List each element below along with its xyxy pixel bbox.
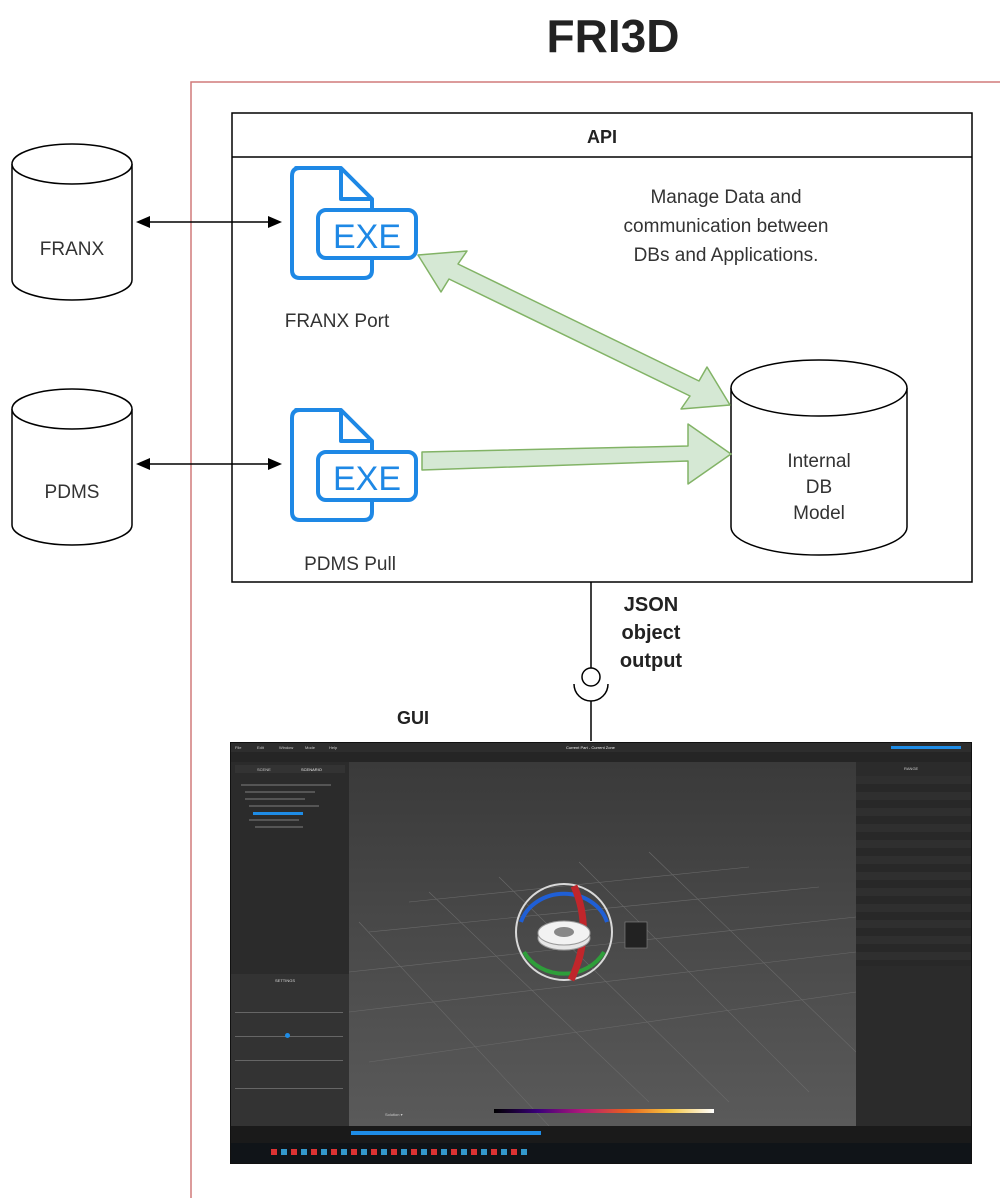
gui-menu-window: Window	[279, 745, 294, 750]
gui-left-panel: SCENE SCENARIO SETTINGS	[231, 762, 349, 1143]
gui-viewport: Solution ▾	[349, 762, 856, 1126]
api-description-line-2: communication between	[624, 216, 829, 237]
gui-right-panel: RANGE	[856, 762, 971, 1143]
pdms-database: PDMS	[11, 388, 133, 546]
system-boundary	[190, 81, 1000, 1198]
interface-line-3: output	[620, 650, 683, 672]
api-header: API	[587, 127, 617, 147]
svg-text:EXE: EXE	[333, 460, 401, 498]
gui-menu-file: File	[235, 745, 242, 750]
gui-tab-range: RANGE	[904, 766, 919, 771]
diagram-title: FRI3D	[547, 10, 680, 62]
gui-settings-header: SETTINGS	[275, 978, 296, 983]
gui-status-text: Solution ▾	[385, 1112, 403, 1117]
franx-port-label: FRANX Port	[285, 311, 390, 332]
gui-taskbar	[231, 1143, 971, 1163]
gui-label: GUI	[397, 708, 429, 728]
gui-tab-scene: SCENE	[257, 767, 271, 772]
franx-connector	[136, 216, 282, 228]
pdms-pull-label: PDMS Pull	[304, 554, 396, 575]
exe-file-icon: EXE	[290, 408, 418, 522]
gui-menu-help: Help	[329, 745, 338, 750]
franx-database: FRANX	[11, 143, 133, 301]
exe-file-icon: EXE	[290, 166, 418, 280]
interface-socket	[573, 582, 609, 741]
pdms-label: PDMS	[45, 482, 100, 503]
internal-db-line-2: DB	[806, 477, 832, 498]
gui-menu-mode: Mode	[305, 745, 316, 750]
gui-viewport-scene	[349, 851, 856, 1126]
gui-tab-scenario: SCENARIO	[301, 767, 322, 772]
gui-menu-edit: Edit	[257, 745, 264, 750]
franx-label: FRANX	[40, 239, 105, 260]
internal-db-line-3: Model	[793, 503, 845, 524]
pdms-connector	[136, 458, 282, 470]
gui-progress-bar	[891, 746, 961, 749]
pdms-pull-to-db-arrow	[421, 423, 732, 485]
api-description-line-1: Manage Data and	[650, 187, 801, 208]
gui-timeline	[231, 1126, 971, 1143]
gui-color-scale	[494, 1109, 714, 1113]
interface-line-2: object	[622, 622, 681, 644]
gui-window-title: Current Part - Current Zone	[566, 745, 615, 750]
gui-menu-bar: File Edit Window Mode Help Current Part …	[231, 743, 971, 752]
internal-db: Internal DB Model	[730, 359, 908, 556]
franx-port-to-db-arrow	[417, 250, 731, 410]
svg-text:EXE: EXE	[333, 218, 401, 256]
gui-screenshot: File Edit Window Mode Help Current Part …	[230, 742, 972, 1164]
api-description-line-3: DBs and Applications.	[634, 245, 819, 266]
gui-toolbar	[231, 752, 971, 762]
internal-db-line-1: Internal	[787, 451, 850, 472]
interface-line-1: JSON	[624, 594, 678, 616]
